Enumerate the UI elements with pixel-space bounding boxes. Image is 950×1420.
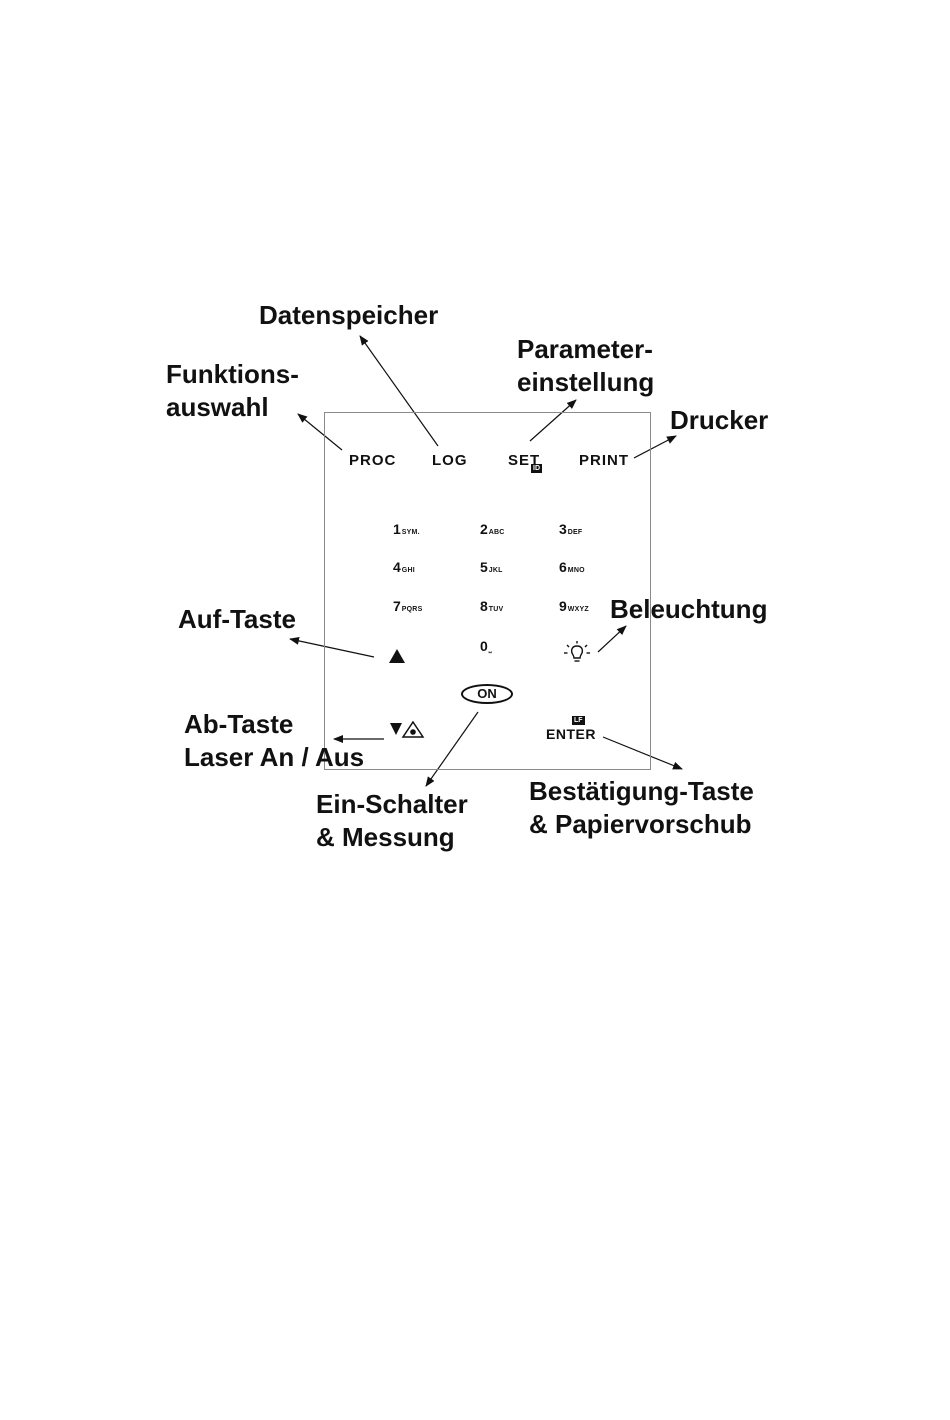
key-0[interactable]: 0⎵ xyxy=(480,638,492,656)
key-8-letters: TUV xyxy=(489,606,504,613)
key-8[interactable]: 8TUV xyxy=(480,598,503,616)
key-7[interactable]: 7PQRS xyxy=(393,598,422,616)
print-key[interactable]: PRINT xyxy=(579,452,629,469)
callout-ab-taste-line2: Laser An / Aus xyxy=(184,741,364,774)
callout-parametereinstellung-line2: einstellung xyxy=(517,366,654,399)
callout-ab-taste-line1: Ab-Taste xyxy=(184,708,364,741)
key-1[interactable]: 1SYM. xyxy=(393,521,420,539)
key-5[interactable]: 5JKL xyxy=(480,559,503,577)
callout-funktionsauswahl-line1: Funktions- xyxy=(166,358,299,391)
key-8-digit: 8 xyxy=(480,598,488,614)
key-2-digit: 2 xyxy=(480,521,488,537)
down-laser-key[interactable] xyxy=(389,721,425,739)
key-2-letters: ABC xyxy=(489,529,505,536)
proc-key[interactable]: PROC xyxy=(349,452,396,469)
callout-funktionsauswahl: Funktions- auswahl xyxy=(166,358,299,424)
down-arrow-icon xyxy=(390,723,402,735)
callout-auf-taste: Auf-Taste xyxy=(178,603,296,636)
up-arrow-icon[interactable] xyxy=(388,648,406,664)
callout-ab-taste: Ab-Taste Laser An / Aus xyxy=(184,708,364,774)
key-6-letters: MNO xyxy=(568,567,585,574)
key-6[interactable]: 6MNO xyxy=(559,559,585,577)
key-4-letters: GHI xyxy=(402,567,415,574)
key-5-letters: JKL xyxy=(489,567,503,574)
key-7-letters: PQRS xyxy=(402,606,423,613)
set-id-badge: ID xyxy=(531,464,542,473)
key-3[interactable]: 3DEF xyxy=(559,521,582,539)
key-0-letters: ⎵ xyxy=(489,646,492,653)
on-button[interactable]: ON xyxy=(461,684,513,704)
key-5-digit: 5 xyxy=(480,559,488,575)
light-bulb-icon[interactable] xyxy=(563,640,591,666)
callout-bestaetigung-line1: Bestätigung-Taste xyxy=(529,775,754,808)
callout-bestaetigung-line2: & Papiervorschub xyxy=(529,808,754,841)
callout-ein-schalter: Ein-Schalter & Messung xyxy=(316,788,468,854)
key-4[interactable]: 4GHI xyxy=(393,559,415,577)
key-7-digit: 7 xyxy=(393,598,401,614)
callout-bestaetigung: Bestätigung-Taste & Papiervorschub xyxy=(529,775,754,841)
callout-ein-schalter-line1: Ein-Schalter xyxy=(316,788,468,821)
set-key[interactable]: SET ID xyxy=(508,452,540,469)
callout-datenspeicher: Datenspeicher xyxy=(259,299,438,332)
log-key[interactable]: LOG xyxy=(432,452,468,469)
key-0-digit: 0 xyxy=(480,638,488,654)
enter-key[interactable]: ENTER xyxy=(546,726,596,742)
laser-icon xyxy=(403,722,423,737)
key-3-letters: DEF xyxy=(568,529,583,536)
key-4-digit: 4 xyxy=(393,559,401,575)
key-9-digit: 9 xyxy=(559,598,567,614)
callout-funktionsauswahl-line2: auswahl xyxy=(166,391,299,424)
lf-badge: LF xyxy=(572,716,585,725)
callout-parametereinstellung: Parameter- einstellung xyxy=(517,333,654,399)
key-6-digit: 6 xyxy=(559,559,567,575)
key-9-letters: WXYZ xyxy=(568,606,589,613)
key-9[interactable]: 9WXYZ xyxy=(559,598,589,616)
callout-ein-schalter-line2: & Messung xyxy=(316,821,468,854)
key-1-letters: SYM. xyxy=(402,529,420,536)
key-2[interactable]: 2ABC xyxy=(480,521,505,539)
callout-drucker: Drucker xyxy=(670,404,768,437)
key-1-digit: 1 xyxy=(393,521,401,537)
callout-parametereinstellung-line1: Parameter- xyxy=(517,333,654,366)
key-3-digit: 3 xyxy=(559,521,567,537)
callout-beleuchtung: Beleuchtung xyxy=(610,593,767,626)
